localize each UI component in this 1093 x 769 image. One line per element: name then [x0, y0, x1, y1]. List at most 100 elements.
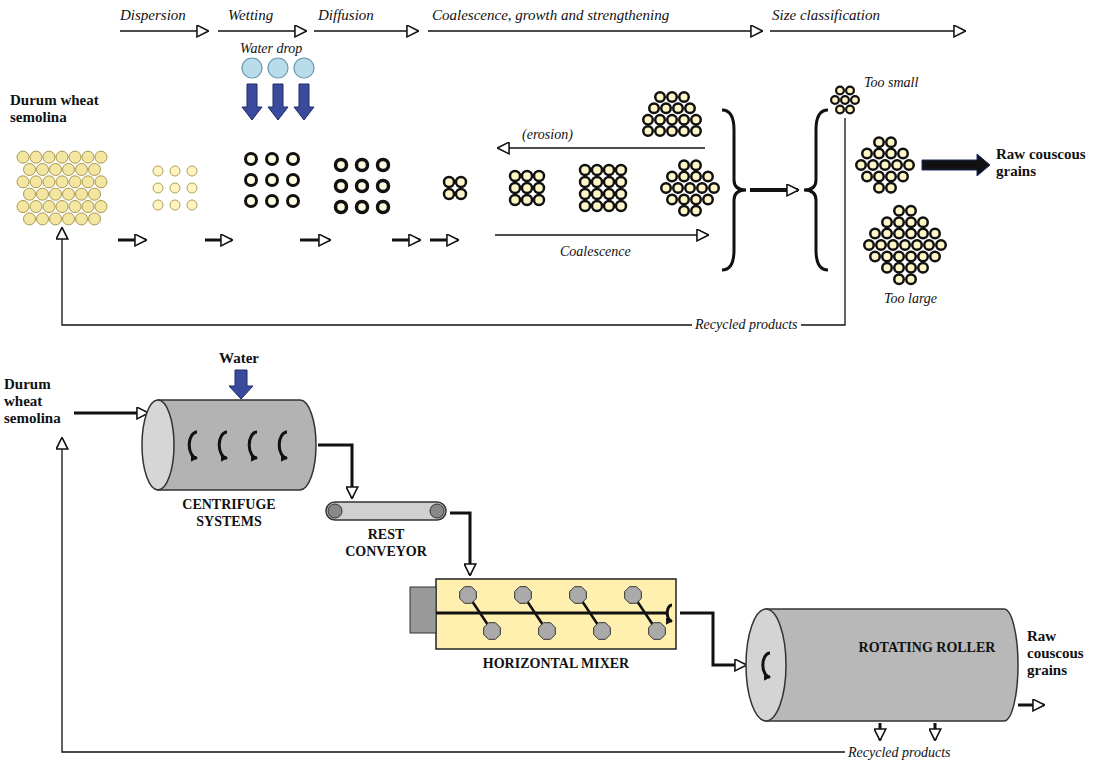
input-label: Water — [219, 350, 259, 367]
size-label: Too large — [884, 290, 937, 307]
grain — [56, 151, 68, 163]
recycle-outlet-arrow — [934, 723, 937, 740]
grain — [894, 252, 904, 262]
mixer-motor — [410, 587, 436, 633]
machine-label: CENTRIFUGE SYSTEMS — [169, 496, 289, 530]
grain — [898, 172, 908, 182]
cylinder-end — [142, 400, 174, 490]
grain — [882, 229, 892, 239]
grain — [76, 213, 88, 225]
grain — [604, 177, 614, 187]
grain — [444, 189, 454, 199]
flow-arrow — [680, 613, 746, 665]
medium-cluster — [856, 137, 914, 192]
grain — [661, 104, 671, 114]
grain — [604, 165, 614, 175]
grain — [30, 176, 42, 188]
input-label: Durum wheat semolina — [4, 376, 72, 427]
water-drop — [294, 58, 314, 78]
centrifuge-machine: CENTRIFUGE SYSTEMS — [138, 392, 320, 537]
grain — [862, 149, 872, 159]
stage-heading: Diffusion — [318, 7, 374, 24]
grain — [63, 213, 75, 225]
grain — [187, 183, 197, 193]
grain — [37, 213, 49, 225]
grain — [894, 217, 904, 227]
grain — [906, 229, 916, 239]
mixer-machine: HORIZONTAL MIXER — [410, 575, 680, 680]
grain — [691, 160, 701, 170]
input-label: Water drop — [240, 40, 302, 57]
water-arrow — [268, 84, 288, 120]
growing-cluster — [580, 165, 626, 211]
grain — [378, 181, 389, 192]
product-outlet-arrow — [1018, 704, 1044, 707]
grain — [894, 206, 904, 216]
grain — [846, 106, 854, 114]
grain — [267, 175, 278, 186]
grain — [89, 163, 101, 175]
conveyor-machine: REST CONVEYOR — [322, 498, 450, 568]
grain — [24, 213, 36, 225]
roller-machine: ROTATING ROLLER — [742, 605, 1020, 725]
grain — [17, 201, 29, 213]
grain — [76, 163, 88, 175]
rotation-arrow — [249, 432, 257, 458]
grain — [69, 151, 81, 163]
grain — [267, 154, 278, 165]
grain — [906, 252, 916, 262]
grain — [357, 160, 368, 171]
grain — [685, 104, 695, 114]
grain — [906, 263, 916, 273]
grain — [30, 151, 42, 163]
brace-close — [722, 110, 746, 270]
grain — [336, 160, 347, 171]
grain — [170, 166, 180, 176]
grain — [673, 104, 683, 114]
grain — [685, 183, 695, 193]
brace-open — [804, 110, 828, 270]
grain — [691, 195, 701, 205]
grain — [63, 163, 75, 175]
recycle-outlet-arrow — [879, 723, 882, 740]
step-arrow — [300, 239, 330, 242]
grain — [522, 183, 532, 193]
grain — [76, 188, 88, 200]
grain — [153, 166, 163, 176]
grain — [522, 171, 532, 181]
grain — [888, 240, 898, 250]
grain — [906, 217, 916, 227]
grain — [691, 172, 701, 182]
grain — [592, 201, 602, 211]
grain — [82, 151, 94, 163]
grain — [912, 240, 922, 250]
grain — [17, 176, 29, 188]
grain — [898, 149, 908, 159]
grain — [655, 92, 665, 102]
grain — [831, 96, 839, 104]
rotation-arrow — [189, 432, 197, 458]
grain — [679, 172, 689, 182]
grain — [649, 104, 659, 114]
grain — [95, 201, 107, 213]
dispersed-grains — [153, 166, 197, 210]
grain — [267, 196, 278, 207]
grain — [862, 172, 872, 182]
grain — [616, 177, 626, 187]
grain — [592, 189, 602, 199]
flow-arrow — [318, 445, 352, 498]
mixer-paddle — [649, 623, 666, 640]
grain — [24, 188, 36, 200]
grain — [667, 195, 677, 205]
grain — [643, 126, 653, 136]
input-label: Durum wheat semolina — [10, 92, 106, 126]
rotation-arrow — [667, 605, 672, 621]
grain — [679, 115, 689, 125]
grain — [918, 217, 928, 227]
grain — [936, 240, 946, 250]
mixer-paddle — [570, 587, 587, 604]
product-label: Raw couscous grains — [996, 146, 1090, 180]
mixer-paddle — [484, 623, 501, 640]
machine-label: REST CONVEYOR — [336, 526, 436, 560]
machine-name: HORIZONTAL MIXER — [436, 655, 676, 672]
